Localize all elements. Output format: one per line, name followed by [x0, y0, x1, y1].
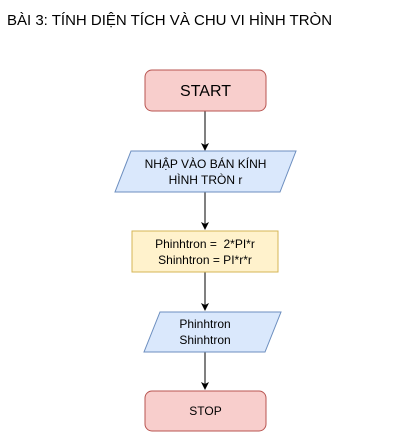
input-node-label-line-1: NHẬP VÀO BÁN KÍNH: [145, 156, 267, 171]
page-title: BÀI 3: TÍNH DIỆN TÍCH VÀ CHU VI HÌNH TRÒ…: [7, 12, 333, 29]
output-node-shape: [143, 311, 282, 353]
process-node-label-line-2: Shinhtron = PI*r*r: [158, 253, 252, 267]
output-node-label-line-1: Phinhtron: [179, 317, 230, 331]
stop-node-label: STOP: [189, 404, 221, 418]
output-node-label-line-2: Shinhtron: [179, 333, 230, 347]
input-node-shape: [114, 150, 297, 193]
input-node-label-line-2: HÌNH TRÒN r: [169, 172, 243, 187]
stop-node: STOP: [144, 390, 267, 432]
start-node-label: START: [180, 83, 231, 100]
process-node-label-line-1: Phinhtron = 2*PI*r: [155, 237, 255, 251]
stop-node-shape: [144, 390, 267, 432]
process-node-shape: [131, 230, 279, 273]
start-node-shape: [144, 69, 267, 112]
output-node: Phinhtron Shinhtron: [143, 311, 282, 353]
process-node: Phinhtron = 2*PI*r Shinhtron = PI*r*r: [131, 230, 279, 273]
input-node: NHẬP VÀO BÁN KÍNH HÌNH TRÒN r: [114, 150, 297, 193]
start-node: START: [144, 69, 267, 112]
